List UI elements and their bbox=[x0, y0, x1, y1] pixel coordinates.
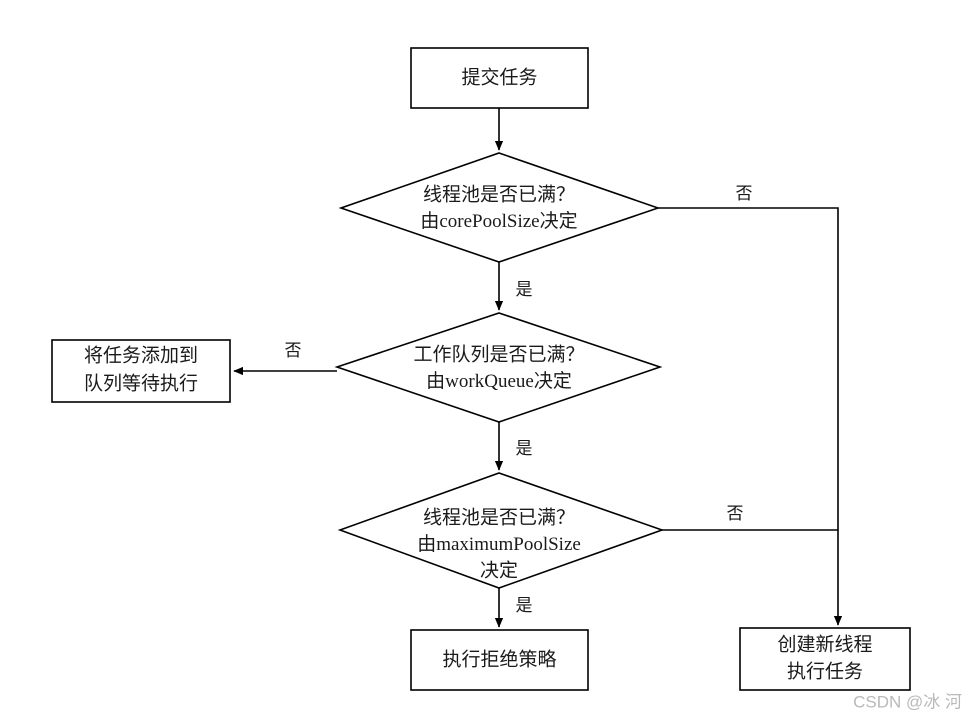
create-thread-label-line2: 执行任务 bbox=[787, 660, 863, 682]
core-pool-diamond[interactable] bbox=[338, 152, 661, 263]
work-queue-suffix: 决定 bbox=[534, 370, 572, 392]
work-queue-question-line1: 工作队列是否已满？ bbox=[413, 343, 584, 365]
edge-label-maximum-pool-yes: 是 bbox=[516, 596, 533, 615]
edge-label-maximum-pool-no: 否 bbox=[727, 504, 744, 523]
work-queue-prefix: 由 bbox=[426, 370, 445, 392]
maximum-pool-question-line2: 由maximumPoolSize bbox=[417, 533, 581, 555]
node-submit-task[interactable]: 提交任务 bbox=[410, 47, 589, 109]
core-pool-question-line2: 由corePoolSize决定 bbox=[420, 210, 577, 232]
maximum-pool-question-line1: 线程池是否已满？ bbox=[423, 506, 575, 528]
edge-core-pool-no-to-create-thread bbox=[658, 207, 843, 626]
node-reject-policy[interactable]: 执行拒绝策略 bbox=[410, 629, 589, 691]
submit-task-label: 提交任务 bbox=[461, 66, 537, 88]
node-decision-work-queue[interactable]: 工作队列是否已满？ 由workQueue决定 bbox=[334, 312, 663, 423]
core-pool-code: corePoolSize bbox=[439, 211, 539, 232]
work-queue-diamond[interactable] bbox=[334, 312, 663, 423]
node-create-thread[interactable]: 创建新线程 执行任务 bbox=[739, 627, 911, 691]
add-to-queue-label-line2: 队列等待执行 bbox=[84, 372, 198, 394]
node-decision-maximum-pool[interactable]: 线程池是否已满？ 由maximumPoolSize 决定 bbox=[337, 472, 665, 589]
node-decision-core-pool[interactable]: 线程池是否已满？ 由corePoolSize决定 bbox=[338, 152, 661, 263]
maximum-pool-code: maximumPoolSize bbox=[436, 534, 581, 555]
core-pool-question-line1: 线程池是否已满？ bbox=[423, 183, 575, 205]
maximum-pool-question-line3: 决定 bbox=[480, 559, 518, 581]
work-queue-question-line2: 由workQueue决定 bbox=[426, 370, 572, 392]
add-to-queue-box[interactable] bbox=[51, 339, 231, 403]
edge-label-core-pool-yes: 是 bbox=[516, 280, 533, 299]
create-thread-label-line1: 创建新线程 bbox=[777, 633, 872, 655]
edge-label-work-queue-no: 否 bbox=[285, 341, 302, 360]
node-add-to-queue[interactable]: 将任务添加到 队列等待执行 bbox=[51, 339, 231, 403]
csdn-watermark: CSDN @冰 河 bbox=[853, 692, 962, 711]
reject-policy-box[interactable] bbox=[410, 629, 589, 691]
add-to-queue-label-line1: 将任务添加到 bbox=[84, 344, 198, 366]
core-pool-prefix: 由 bbox=[420, 210, 439, 232]
maximum-pool-prefix: 由 bbox=[417, 533, 436, 555]
core-pool-suffix: 决定 bbox=[540, 210, 578, 232]
edge-label-work-queue-yes: 是 bbox=[516, 439, 533, 458]
submit-task-box[interactable] bbox=[410, 47, 589, 109]
create-thread-box[interactable] bbox=[739, 627, 911, 691]
reject-policy-label: 执行拒绝策略 bbox=[442, 648, 556, 670]
work-queue-code: workQueue bbox=[445, 371, 534, 392]
maximum-pool-diamond[interactable] bbox=[337, 472, 665, 589]
edge-label-core-pool-no: 否 bbox=[736, 184, 753, 203]
